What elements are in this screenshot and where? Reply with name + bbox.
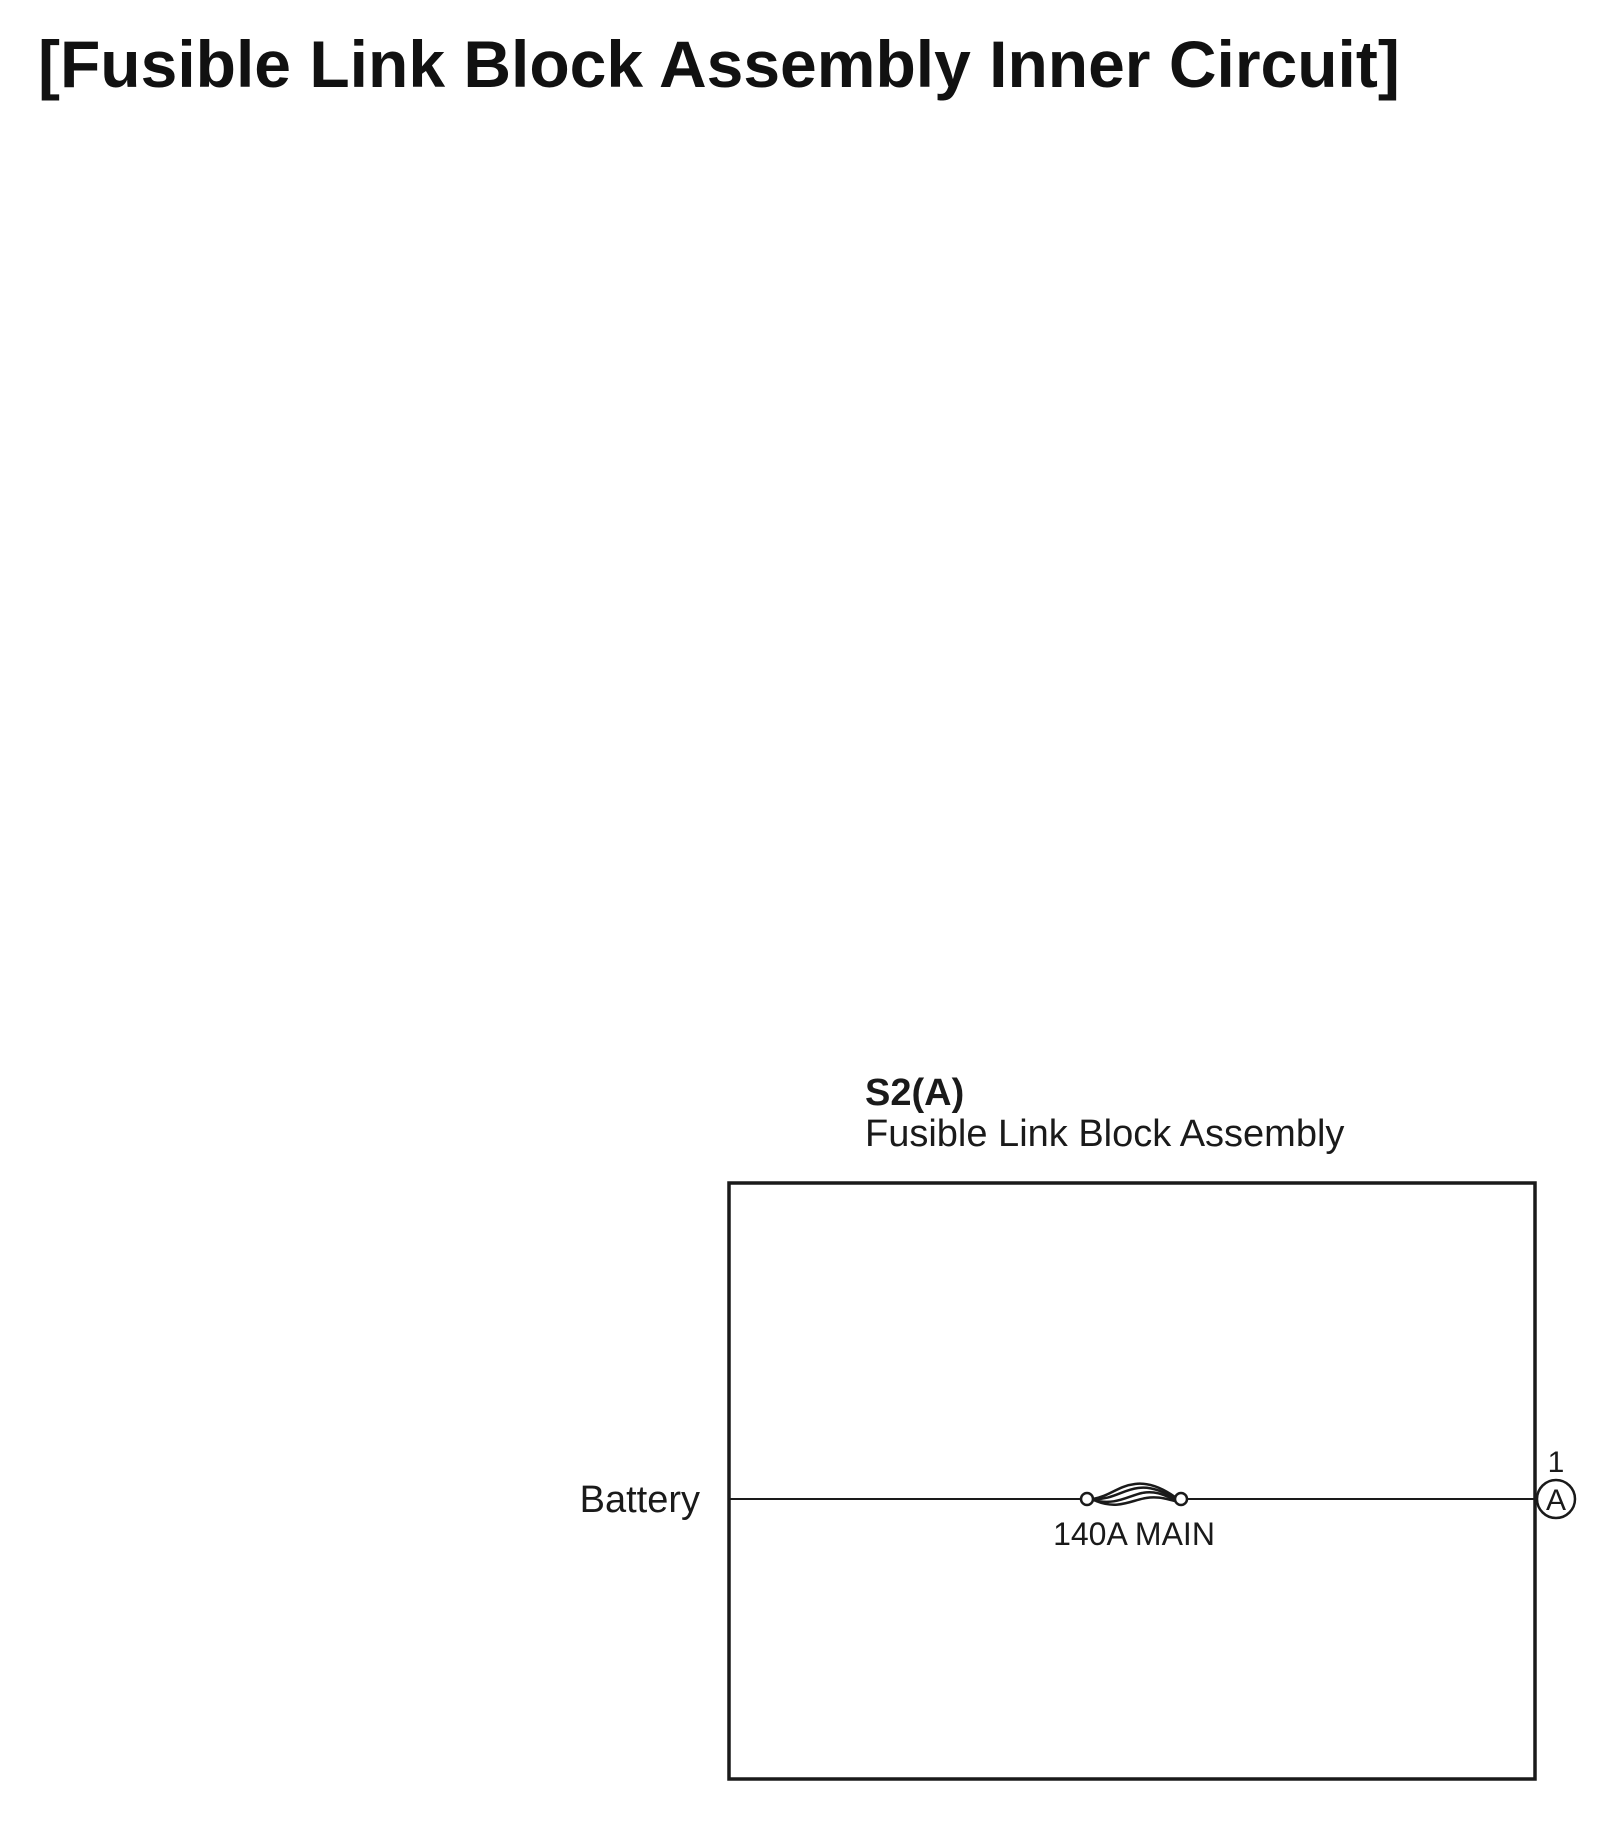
connector-terminal-icon xyxy=(1535,1478,1577,1520)
assembly-box xyxy=(727,1181,1537,1781)
battery-label: Battery xyxy=(580,1479,700,1521)
component-code: S2(A) xyxy=(865,1072,964,1114)
connector-letter: A xyxy=(1546,1484,1566,1517)
connector-pin-number: 1 xyxy=(1548,1446,1565,1479)
page-title: [Fusible Link Block Assembly Inner Circu… xyxy=(38,27,1400,101)
component-name: Fusible Link Block Assembly xyxy=(865,1113,1344,1155)
fusible-link-icon xyxy=(1079,1482,1189,1507)
fuse-label: 140A MAIN xyxy=(1053,1516,1215,1552)
